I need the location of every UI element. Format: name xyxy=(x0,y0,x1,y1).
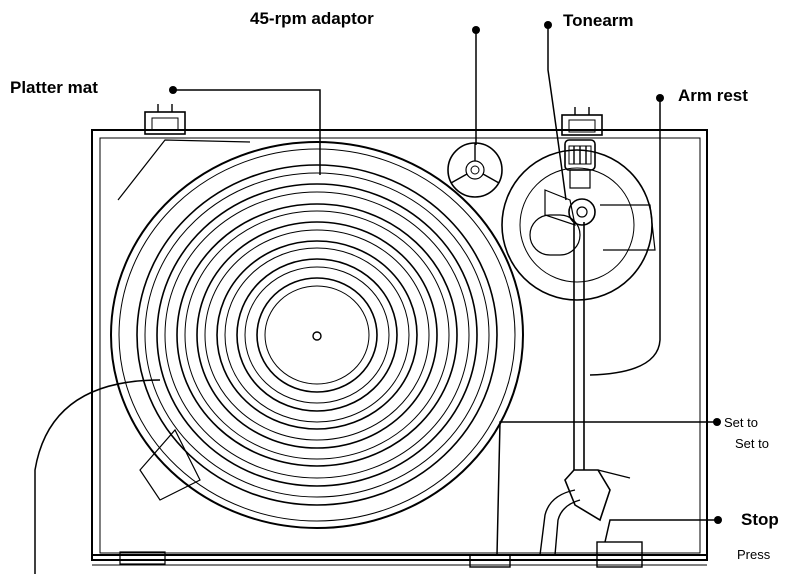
leader-dots xyxy=(169,21,722,524)
hinge-left xyxy=(144,104,186,135)
leader-lines xyxy=(34,25,718,574)
leader-bottom xyxy=(34,379,161,574)
tonearm-tube xyxy=(573,222,585,470)
leader-platter-mat xyxy=(173,89,321,175)
control-panel xyxy=(119,541,643,568)
label-platter-mat: Platter mat xyxy=(10,78,98,97)
arm-lift xyxy=(539,489,581,556)
platter-base xyxy=(117,139,251,501)
tonearm-base xyxy=(501,149,656,301)
label-tonearm: Tonearm xyxy=(563,11,634,30)
label-arm-rest: Arm rest xyxy=(678,86,748,105)
leader-stop xyxy=(604,519,718,543)
leader-set-to xyxy=(496,421,717,556)
spindle-icon xyxy=(312,331,322,341)
platter-mat xyxy=(110,141,524,529)
label-set-to-2: Set to xyxy=(735,436,769,451)
label-45-rpm-adaptor: 45-rpm adaptor xyxy=(250,9,374,28)
hinge-right xyxy=(561,107,603,136)
label-stop: Stop xyxy=(741,510,779,529)
turntable-body xyxy=(91,129,708,566)
leader-arm-rest xyxy=(589,98,661,376)
label-press: Press xyxy=(737,547,771,562)
headshell xyxy=(564,469,631,522)
tonearm-pivot xyxy=(544,189,596,226)
leader-tonearm xyxy=(547,25,567,201)
label-set-to-1: Set to xyxy=(724,415,758,430)
adaptor-holder xyxy=(447,142,503,198)
counterweight xyxy=(564,139,596,189)
